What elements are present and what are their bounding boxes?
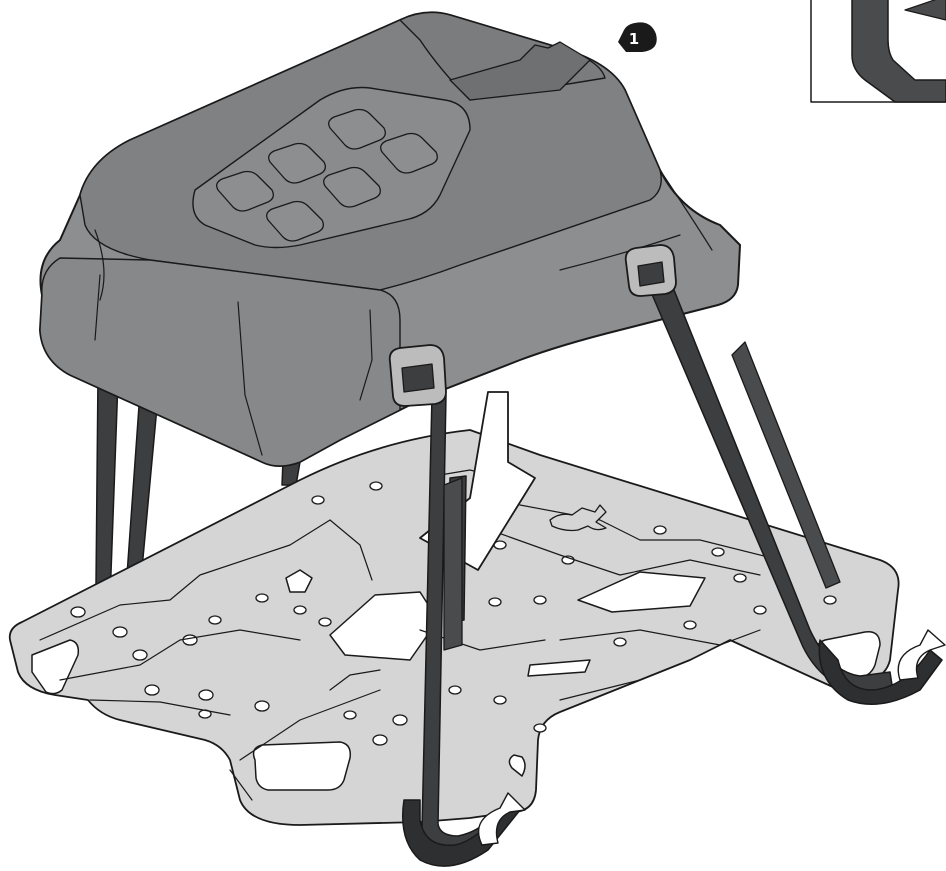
rack-handle-slot-front	[252, 741, 352, 791]
strap-front-right-loose-end	[731, 341, 841, 589]
inset-arrow-icon	[904, 0, 946, 21]
step-number: 1	[629, 30, 639, 48]
inset-strap	[851, 0, 946, 103]
detail-inset	[810, 0, 946, 103]
rack-ribs	[39, 469, 781, 801]
strap-front-right	[647, 279, 943, 705]
rack-handle-slot-left	[31, 639, 80, 695]
bag-patch	[192, 86, 471, 249]
strap-front-left	[401, 391, 521, 867]
curved-arrow-icon-right	[897, 629, 946, 681]
bag-front-face	[39, 257, 401, 467]
bag-rolltop-strap	[449, 41, 591, 101]
strap-front-loose-end	[443, 477, 463, 651]
rack-holes	[70, 481, 837, 746]
rack-cutout-small-a	[285, 569, 313, 593]
buckle-right-icon	[624, 244, 677, 297]
curved-arrow-icon-front	[477, 792, 526, 846]
rack-cutout-right-slot	[527, 659, 591, 677]
buckle-left-icon	[388, 344, 447, 407]
step-number-badge: 1	[618, 22, 657, 52]
rack-cutout-right-top	[577, 571, 706, 613]
strap-front-right-loop	[818, 639, 943, 705]
logo-mark	[549, 504, 607, 532]
bag-seams	[94, 169, 713, 456]
bag-patch-squares	[216, 108, 438, 242]
tail-bag	[39, 11, 741, 467]
rack-cutout-small-b	[508, 754, 526, 777]
